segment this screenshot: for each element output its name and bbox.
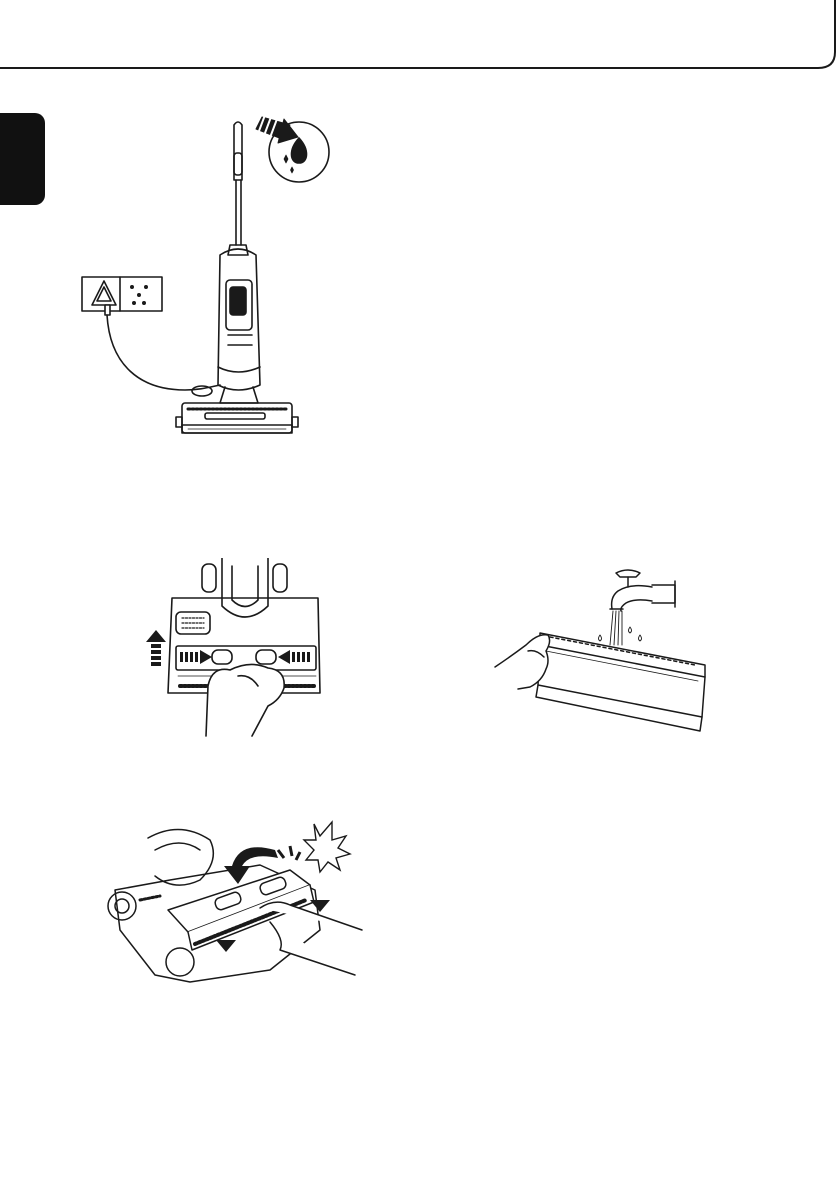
roller-cover-reinstall-illustration: [100, 810, 365, 990]
hand-icon: [495, 635, 550, 689]
vacuum-charging-illustration: [70, 105, 370, 450]
section-tab: [0, 113, 45, 205]
water-tap-icon: [610, 570, 675, 611]
hand-icon: [206, 664, 284, 736]
wall-socket-icon: [82, 277, 162, 311]
plug-icon: [105, 305, 220, 390]
page-corner-rule: [0, 0, 839, 80]
click-burst-icon: [278, 822, 350, 872]
brush-roller-release-illustration: [140, 558, 335, 738]
arrow-left-icon: [278, 650, 310, 664]
roller-cover-rinse-illustration: [490, 565, 725, 735]
arrow-right-icon: [180, 650, 212, 664]
water-drops-icon: [599, 611, 642, 645]
arrow-icon: [256, 115, 298, 143]
arrow-up-icon: [146, 630, 166, 666]
